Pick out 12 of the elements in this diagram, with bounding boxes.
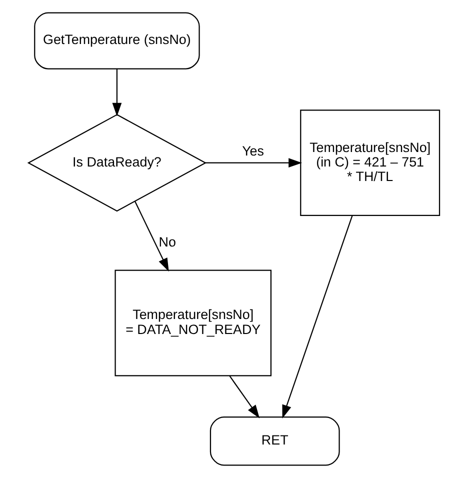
node-box: Temperature[snsNo] = DATA_NOT_READY — [114, 270, 272, 376]
arrow — [229, 376, 260, 418]
node-diamond: Is DataReady? — [27, 114, 207, 212]
arrow — [282, 215, 353, 418]
arrow — [112, 68, 122, 116]
node-box: GetTemperature (snsNo) — [34, 12, 200, 70]
node-box: RET — [210, 416, 340, 466]
edge-label: No — [158, 234, 176, 250]
arrow — [205, 158, 302, 168]
edge-label: Yes — [242, 144, 264, 159]
arrow — [134, 201, 169, 272]
node-box: Temperature[snsNo] (in C) = 421 – 751 * TH/TL — [300, 110, 440, 216]
